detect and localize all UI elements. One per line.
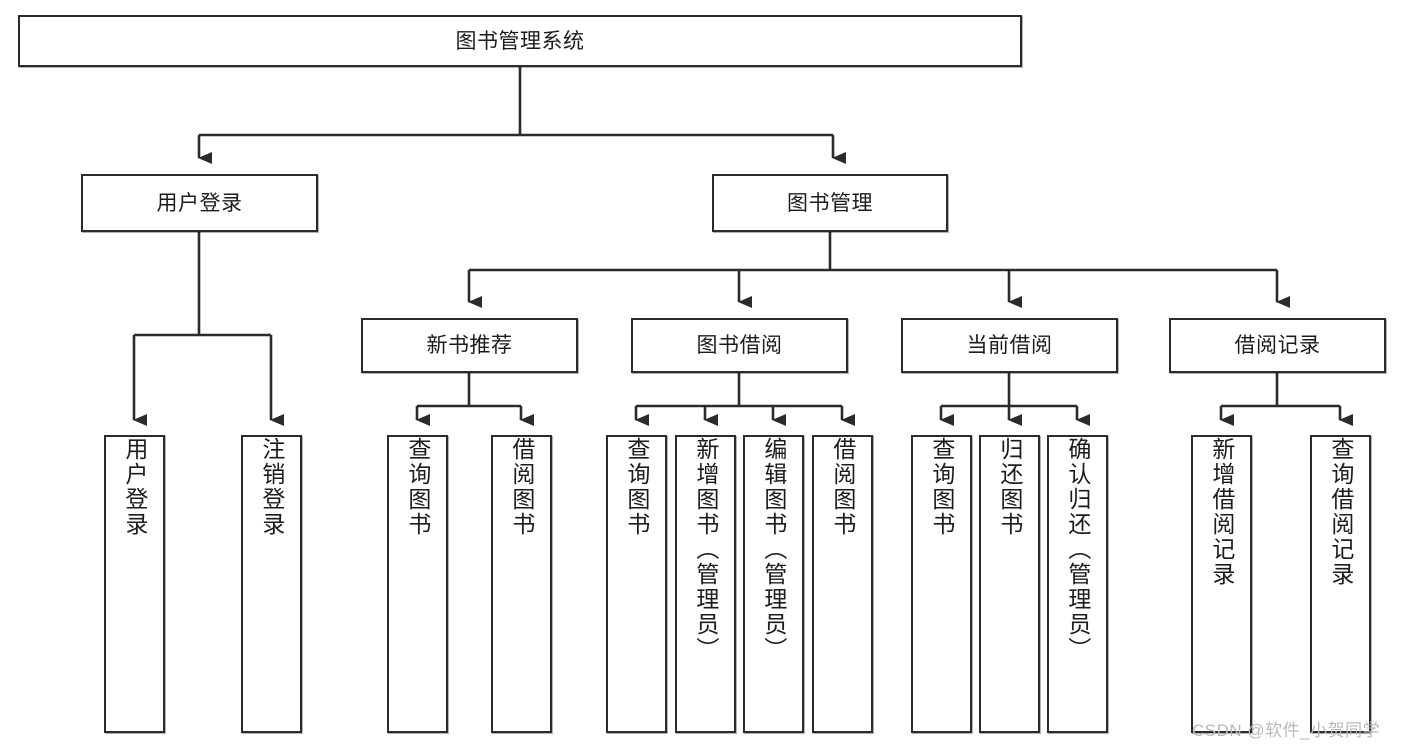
leaf-query-book-3[interactable]: 查询图书 <box>911 435 972 733</box>
node-borrow-record[interactable]: 借阅记录 <box>1169 318 1386 373</box>
leaf-edit-book-admin[interactable]: 编辑图书（管理员） <box>743 435 804 733</box>
node-new-book-recommend-label: 新书推荐 <box>426 334 513 357</box>
leaf-add-book-admin[interactable]: 新增图书（管理员） <box>675 435 736 733</box>
watermark-text: CSDN @软件_小贺同学 <box>1192 721 1381 740</box>
node-book-borrow[interactable]: 图书借阅 <box>631 318 848 373</box>
leaf-borrow-book-1-label: 借阅图书 <box>508 437 535 537</box>
node-book-management-label: 图书管理 <box>787 191 873 215</box>
leaf-query-book-1[interactable]: 查询图书 <box>387 435 448 733</box>
leaf-return-book[interactable]: 归还图书 <box>979 435 1040 733</box>
node-user-login-label: 用户登录 <box>156 191 243 215</box>
node-root[interactable]: 图书管理系统 <box>18 15 1022 67</box>
node-book-borrow-label: 图书借阅 <box>696 334 783 357</box>
leaf-query-book-3-label: 查询图书 <box>928 437 955 537</box>
leaf-user-login-label: 用户登录 <box>121 437 148 537</box>
leaf-query-book-1-label: 查询图书 <box>404 437 431 537</box>
leaf-add-borrow-record-label: 新增借阅记录 <box>1208 437 1235 587</box>
leaf-query-book-2-label: 查询图书 <box>623 437 650 537</box>
leaf-logout-login[interactable]: 注销登录 <box>241 435 302 733</box>
leaf-borrow-book-2-label: 借阅图书 <box>829 437 856 537</box>
leaf-confirm-return-admin-label: 确认归还（管理员） <box>1064 437 1091 662</box>
node-user-login[interactable]: 用户登录 <box>81 174 318 232</box>
leaf-confirm-return-admin[interactable]: 确认归还（管理员） <box>1047 435 1108 733</box>
leaf-borrow-book-2[interactable]: 借阅图书 <box>812 435 873 733</box>
leaf-logout-login-label: 注销登录 <box>258 437 285 537</box>
leaf-user-login[interactable]: 用户登录 <box>104 435 165 733</box>
leaf-query-book-2[interactable]: 查询图书 <box>606 435 667 733</box>
leaf-query-borrow-record[interactable]: 查询借阅记录 <box>1310 435 1371 733</box>
leaf-borrow-book-1[interactable]: 借阅图书 <box>491 435 552 733</box>
leaf-add-borrow-record[interactable]: 新增借阅记录 <box>1191 435 1252 733</box>
node-borrow-record-label: 借阅记录 <box>1234 334 1321 357</box>
node-current-borrow-label: 当前借阅 <box>966 334 1053 357</box>
node-new-book-recommend[interactable]: 新书推荐 <box>361 318 578 373</box>
node-current-borrow[interactable]: 当前借阅 <box>901 318 1118 373</box>
leaf-return-book-label: 归还图书 <box>996 437 1023 537</box>
node-root-label: 图书管理系统 <box>455 29 585 53</box>
leaf-query-borrow-record-label: 查询借阅记录 <box>1327 437 1354 587</box>
leaf-edit-book-admin-label: 编辑图书（管理员） <box>760 437 787 662</box>
leaf-add-book-admin-label: 新增图书（管理员） <box>692 437 719 662</box>
node-book-management[interactable]: 图书管理 <box>712 174 948 232</box>
